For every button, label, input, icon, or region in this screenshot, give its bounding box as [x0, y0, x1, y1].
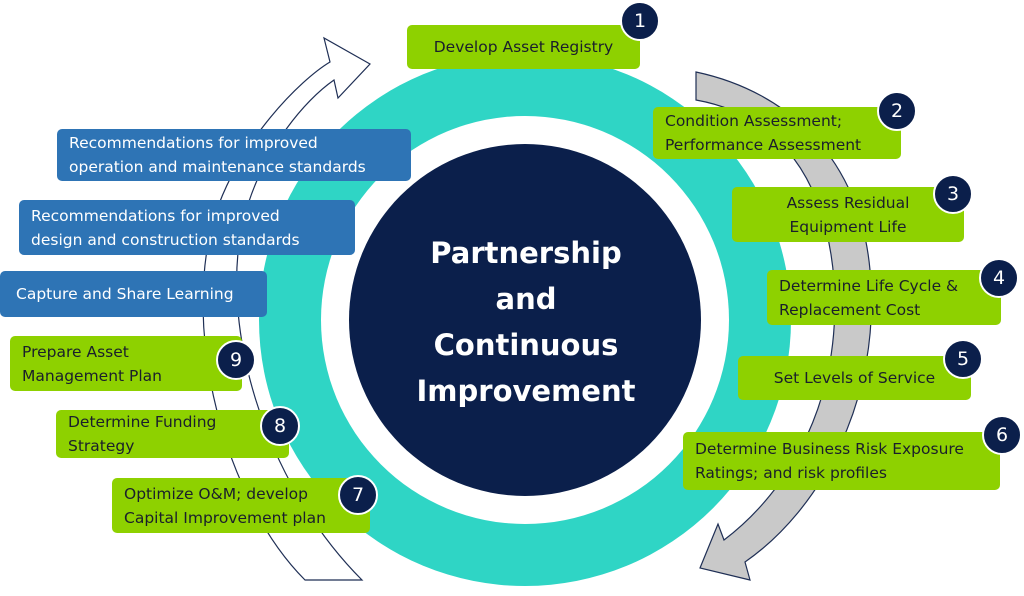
step-text-line: Equipment Life [789, 217, 907, 236]
step-box-6: Determine Business Risk Exposure Ratings… [683, 432, 1000, 490]
step-text-line: Set Levels of Service [773, 369, 936, 387]
step-number-badge-2: 2 [877, 91, 917, 131]
center-circle [349, 144, 701, 496]
step-text-line: Performance Assessment [665, 136, 862, 154]
center-title: Partnership and Continuous Improvement [376, 230, 676, 414]
step-text-line: Assess Residual [786, 193, 910, 212]
outcome-box-design-standards: Recommendations for improved design and … [19, 200, 355, 255]
step-text-line: Determine Business Risk Exposure [695, 440, 964, 458]
step-number-badge-3: 3 [933, 174, 973, 214]
step-number-badge-9: 9 [216, 340, 256, 380]
outcome-text-line: Recommendations for improved [69, 134, 318, 152]
step-text-line: Strategy [68, 437, 135, 455]
center-title-line: and [495, 282, 557, 316]
step-box-2: Condition Assessment; Performance Assess… [653, 107, 901, 159]
step-text-line: Condition Assessment; [665, 112, 843, 130]
step-text-line: Capital Improvement plan [124, 508, 326, 527]
step-box-5: Set Levels of Service [738, 356, 971, 400]
center-title-line: Continuous [433, 328, 619, 362]
step-box-8: Determine Funding Strategy [56, 410, 289, 458]
center-title-line: Improvement [416, 374, 636, 408]
step-text-line: Ratings; and risk profiles [695, 464, 887, 482]
outcome-text-line: operation and maintenance standards [69, 158, 366, 176]
outcome-text-line: design and construction standards [31, 230, 300, 249]
step-text-line: Determine Life Cycle & [779, 276, 959, 295]
outcome-text-line: Capture and Share Learning [16, 285, 234, 303]
step-number-badge-4: 4 [979, 258, 1019, 298]
step-text-line: Optimize O&M; develop [124, 484, 308, 503]
step-number-badge-7: 7 [338, 475, 378, 515]
step-text-line: Develop Asset Registry [433, 38, 614, 56]
outcome-box-capture-learning: Capture and Share Learning [0, 271, 267, 317]
outcome-text-line: Recommendations for improved [31, 206, 280, 225]
step-box-1: Develop Asset Registry [407, 25, 640, 69]
step-number-badge-5: 5 [943, 339, 983, 379]
step-number-badge-6: 6 [982, 415, 1022, 455]
step-box-4: Determine Life Cycle & Replacement Cost [767, 270, 1001, 325]
center-title-line: Partnership [430, 236, 622, 270]
step-box-9: Prepare Asset Management Plan [10, 336, 242, 391]
step-number-badge-1: 1 [620, 1, 660, 41]
step-number-badge-8: 8 [260, 406, 300, 446]
outcome-box-om-standards: Recommendations for improved operation a… [57, 129, 411, 181]
step-text-line: Management Plan [22, 366, 163, 385]
step-text-line: Replacement Cost [779, 300, 921, 319]
step-text-line: Prepare Asset [22, 342, 129, 361]
step-text-line: Determine Funding [68, 413, 217, 431]
step-box-3: Assess Residual Equipment Life [732, 187, 964, 242]
step-box-7: Optimize O&M; develop Capital Improvemen… [112, 478, 370, 533]
